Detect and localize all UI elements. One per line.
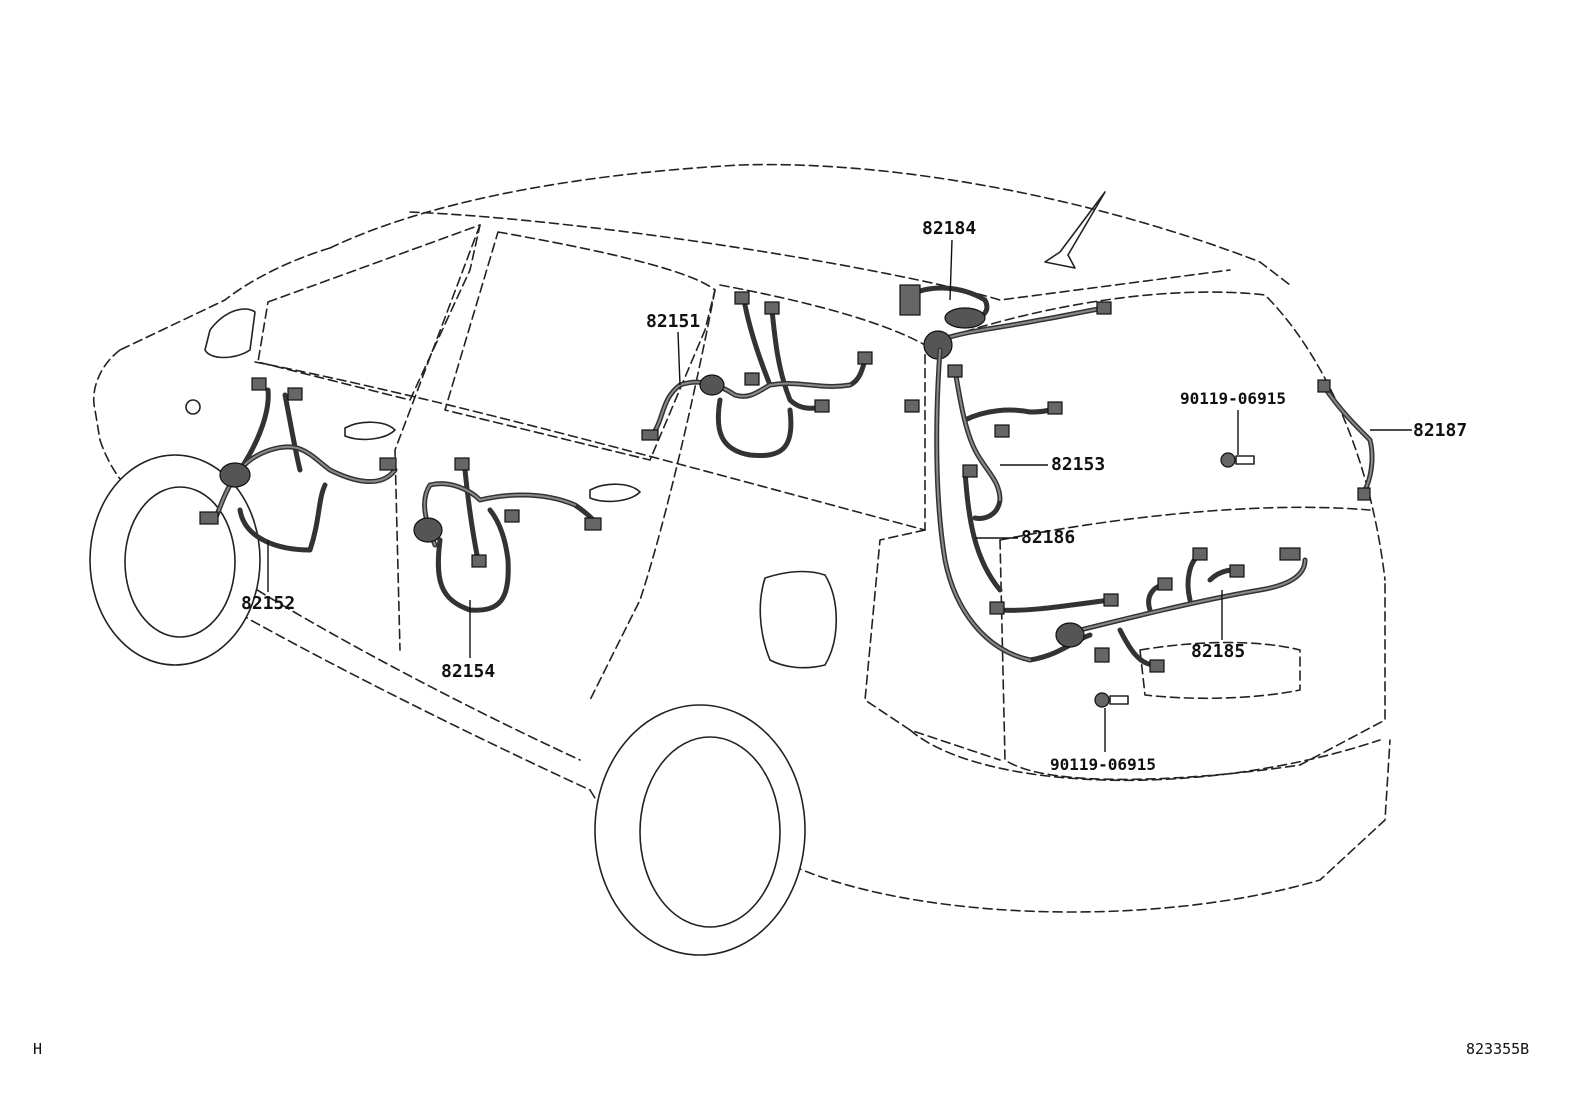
label-82151: 82151 [646,311,700,332]
footer-right-code: 823355B [1466,1040,1530,1058]
harness-82154 [413,457,602,613]
harness-82153 [904,364,1063,521]
label-82154: 82154 [441,661,495,682]
label-bolt-lower: 90119-06915 [1050,755,1156,774]
rear-wheel [594,704,806,956]
harness-82184 [899,284,1112,360]
harness-82185 [1055,547,1308,673]
harness-82187 [1317,379,1375,501]
harness-82151 [641,291,873,459]
bolt-lower [1094,692,1129,708]
front-wheel [89,454,261,666]
part-labels: 82184 82151 82153 82187 82186 82152 8215… [241,218,1467,774]
label-82185: 82185 [1191,641,1245,662]
bolt-upper [1220,452,1255,468]
leader-lines [267,239,1412,752]
label-82187: 82187 [1413,420,1467,441]
label-82153: 82153 [1051,454,1105,475]
label-bolt-upper: 90119-06915 [1180,389,1286,408]
harness-82152 [199,377,398,553]
label-82186: 82186 [1021,527,1075,548]
harness-82186 [934,347,1119,663]
label-82152: 82152 [241,593,295,614]
label-82184: 82184 [922,218,976,239]
footer-left-code: H [33,1040,43,1058]
